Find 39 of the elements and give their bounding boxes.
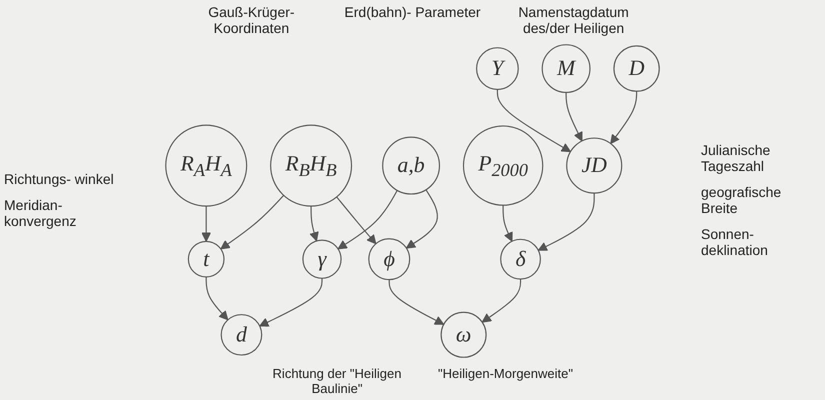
arrow <box>220 194 284 250</box>
node-circle: a,b <box>382 136 440 195</box>
column-heading: Gauß-Krüger- Koordinaten <box>207 4 296 36</box>
arrow <box>566 92 582 142</box>
column-heading: Namenstagdatum des/der Heiligen <box>517 4 630 36</box>
node-circle: M <box>542 44 590 93</box>
arrow <box>388 280 444 325</box>
side-label: Julianische Tageszahl <box>701 142 772 174</box>
caption-text: Richtung der "Heiligen Baulinie" <box>272 366 402 396</box>
node-circle: γ <box>302 240 342 279</box>
node-circle: ω <box>440 312 487 358</box>
node-circle: JD <box>566 138 622 194</box>
side-label: geografische Breite <box>701 184 782 216</box>
arrow <box>496 89 571 152</box>
arrow <box>309 206 319 242</box>
side-label: Richtungs- winkel <box>4 171 115 187</box>
arrow <box>201 206 211 242</box>
arrow <box>538 193 595 251</box>
arrow <box>482 279 522 323</box>
side-label: Sonnen- deklination <box>701 226 769 258</box>
node-circle: P$_{2000}$ <box>462 125 544 206</box>
arrow <box>406 189 438 249</box>
arrow <box>502 205 513 242</box>
arrow <box>206 276 228 320</box>
side-label: Meridian- konvergenz <box>4 197 78 229</box>
node-circle: t <box>188 240 225 278</box>
caption-text: "Heiligen-Morgenweite" <box>438 366 573 383</box>
node-circle: ϕ <box>368 238 410 280</box>
node-circle: Y <box>476 47 519 90</box>
node-circle: D <box>613 45 660 92</box>
node-circle: d <box>220 314 262 356</box>
column-heading: Erd(bahn)- Parameter <box>344 4 481 22</box>
arrow <box>259 278 323 327</box>
node-circle: R$_{B}$H$_{B}$ <box>270 124 352 207</box>
arrow <box>610 91 638 144</box>
arrow <box>336 196 376 244</box>
node-circle: R$_{A}$H$_{A}$ <box>165 124 248 207</box>
arrow <box>338 190 398 250</box>
node-circle: δ <box>500 238 541 280</box>
